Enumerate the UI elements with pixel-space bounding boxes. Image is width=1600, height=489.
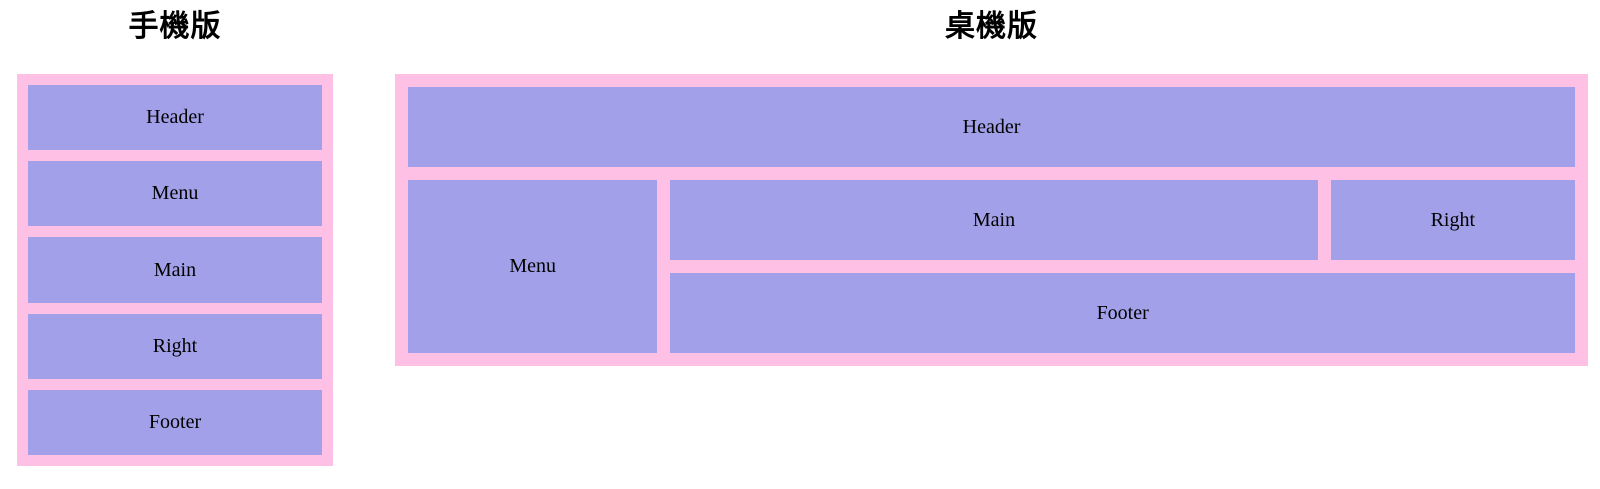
desktop-layout-section: 桌機版 Header Menu Main Right Footer — [395, 0, 1588, 366]
desktop-container: Header Menu Main Right Footer — [395, 74, 1588, 366]
desktop-box-footer: Footer — [670, 273, 1575, 353]
mobile-layout-section: 手機版 Header Menu Main Right Footer — [17, 0, 333, 466]
desktop-box-menu: Menu — [408, 180, 658, 353]
mobile-box-footer: Footer — [28, 389, 322, 456]
mobile-container: Header Menu Main Right Footer — [17, 74, 333, 466]
desktop-box-right: Right — [1330, 180, 1575, 260]
mobile-box-header: Header — [28, 85, 322, 151]
mobile-box-menu: Menu — [28, 161, 322, 227]
desktop-box-header: Header — [408, 87, 1575, 167]
mobile-box-right: Right — [28, 313, 322, 379]
mobile-box-main: Main — [28, 237, 322, 303]
desktop-box-main: Main — [670, 180, 1318, 260]
mobile-title: 手機版 — [128, 10, 222, 43]
desktop-title: 桌機版 — [945, 10, 1038, 43]
